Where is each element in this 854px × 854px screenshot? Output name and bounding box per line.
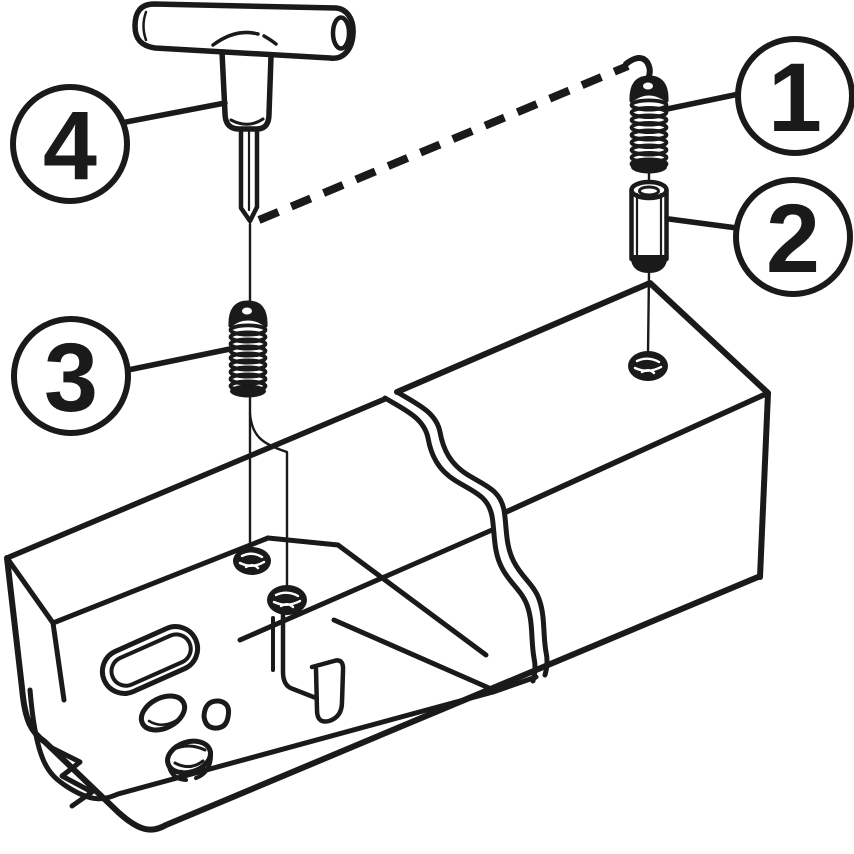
seat-pocket-edge [265, 535, 489, 658]
base-junction-edge [490, 674, 539, 695]
break-wave-left [382, 395, 538, 684]
clamp-hook-notch [271, 597, 346, 724]
tool-block-left-piece [4, 396, 761, 833]
guide-line-hook [623, 55, 653, 82]
callout-4-number: 4 [43, 91, 97, 200]
t-handle-wrench [132, 1, 356, 224]
callout-1-leader [664, 91, 742, 112]
block-base-step [27, 687, 496, 802]
callout-2-leader [666, 216, 740, 231]
callout-3-number: 3 [44, 323, 98, 432]
callout-1: 1 [664, 36, 854, 156]
callout-2-circle [733, 177, 853, 297]
threaded-hole-right [628, 351, 668, 381]
callout-4: 4 [10, 84, 228, 204]
callout-1-number: 1 [768, 43, 822, 152]
axis-branch-to-hole2 [248, 412, 289, 590]
hex-shaft [238, 126, 260, 224]
callout-2-number: 2 [766, 184, 820, 293]
callout-3-leader [125, 346, 233, 373]
callout-3: 3 [11, 316, 233, 436]
front-top-edge-left [237, 527, 495, 643]
seat-ear-lug [201, 698, 232, 731]
callout-4-leader [123, 100, 228, 125]
section-break-line [382, 389, 550, 684]
front-ellipse-hole [138, 693, 188, 733]
threaded-hole-left-1 [233, 547, 271, 575]
handle-accent-arc-2 [262, 34, 278, 46]
callout-3-circle [11, 316, 131, 436]
block-top-back-edge [4, 396, 388, 561]
threaded-hole-left-2 [267, 585, 307, 615]
handle-tube-end [330, 15, 352, 51]
spring-3 [228, 300, 268, 398]
wrench-neck [219, 49, 274, 132]
assembly-axis-lines [248, 170, 651, 590]
seat-back-edge [50, 535, 271, 626]
pin-2 [629, 179, 669, 273]
edge-break-mark [49, 745, 95, 809]
axis-pin2-to-hole [646, 270, 651, 356]
right-piece-top-edges [394, 280, 771, 580]
right-piece-front-edge [503, 390, 771, 515]
handle-accent-arc-1 [211, 30, 260, 47]
handle-end-detail [142, 10, 148, 42]
wrench-handle-bar [132, 1, 356, 61]
threaded-holes [233, 351, 668, 615]
front-step-edge [331, 617, 492, 691]
neck-bottom-rim [229, 117, 265, 126]
block-base-outline [4, 555, 761, 833]
clamp-window-slot [99, 624, 201, 696]
set-screw-plug [165, 738, 214, 782]
dashed-guide-line [257, 55, 653, 224]
callout-4-circle [10, 84, 130, 204]
callout-1-circle [735, 36, 854, 156]
break-wave-right [394, 389, 550, 678]
spring-1 [629, 75, 669, 174]
tool-block-right-piece [394, 280, 771, 580]
callout-2: 2 [666, 177, 853, 297]
